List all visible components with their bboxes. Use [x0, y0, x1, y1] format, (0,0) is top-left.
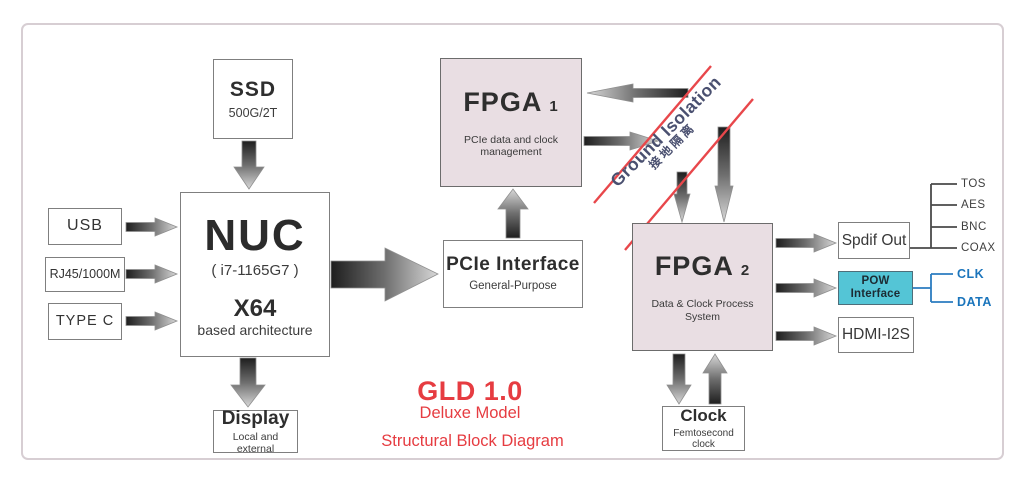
- ssd-box: SSD 500G/2T: [213, 59, 293, 139]
- hdmi-i2s-box: HDMI-I2S: [838, 317, 914, 353]
- spdif-out-label: Spdif Out: [841, 231, 907, 249]
- ssd-title: SSD: [229, 77, 277, 101]
- usb-label: USB: [67, 217, 103, 235]
- diagram-caption: Structural Block Diagram: [381, 432, 564, 450]
- fpga2-subtitle: Data & Clock Process System: [651, 298, 754, 323]
- port-label-bnc: BNC: [961, 221, 987, 233]
- nuc-box: NUC ( i7-1165G7 ) X64 based architecture: [180, 192, 330, 357]
- nuc-title: NUC: [204, 210, 306, 260]
- clock-subtitle: Femtosecond clock: [673, 427, 734, 451]
- nuc-cpu: ( i7-1165G7 ): [211, 262, 299, 280]
- rj45-box: RJ45/1000M: [45, 257, 125, 292]
- nuc-arch-subtitle: based architecture: [197, 322, 313, 339]
- port-label-clk: CLK: [957, 267, 985, 281]
- nuc-arch: X64: [233, 294, 277, 322]
- port-label-data: DATA: [957, 295, 992, 309]
- spdif-out-box: Spdif Out: [838, 222, 910, 259]
- port-label-aes: AES: [961, 199, 986, 211]
- pcie-title: PCIe Interface: [446, 254, 580, 276]
- typec-label: TYPE C: [55, 313, 115, 330]
- pow-interface-box: POW Interface: [838, 271, 913, 305]
- pcie-subtitle: General-Purpose: [469, 280, 557, 293]
- port-label-tos: TOS: [961, 178, 986, 190]
- model-subtitle: Deluxe Model: [419, 404, 521, 422]
- clock-title: Clock: [680, 406, 727, 426]
- rj45-label: RJ45/1000M: [49, 267, 121, 282]
- clock-box: Clock Femtosecond clock: [662, 406, 745, 451]
- ssd-subtitle: 500G/2T: [228, 105, 278, 120]
- display-title: Display: [221, 407, 290, 429]
- hdmi-i2s-label: HDMI-I2S: [841, 326, 911, 344]
- fpga1-subtitle: PCIe data and clock management: [464, 133, 558, 159]
- display-subtitle: Local and external: [232, 431, 279, 456]
- product-title: GLD 1.0: [417, 376, 523, 406]
- pow-interface-label: POW Interface: [850, 274, 901, 300]
- pcie-box: PCIe Interface General-Purpose: [443, 240, 583, 308]
- usb-box: USB: [48, 208, 122, 245]
- port-label-coax: COAX: [961, 242, 996, 254]
- display-box: Display Local and external: [213, 407, 298, 456]
- typec-box: TYPE C: [48, 303, 122, 340]
